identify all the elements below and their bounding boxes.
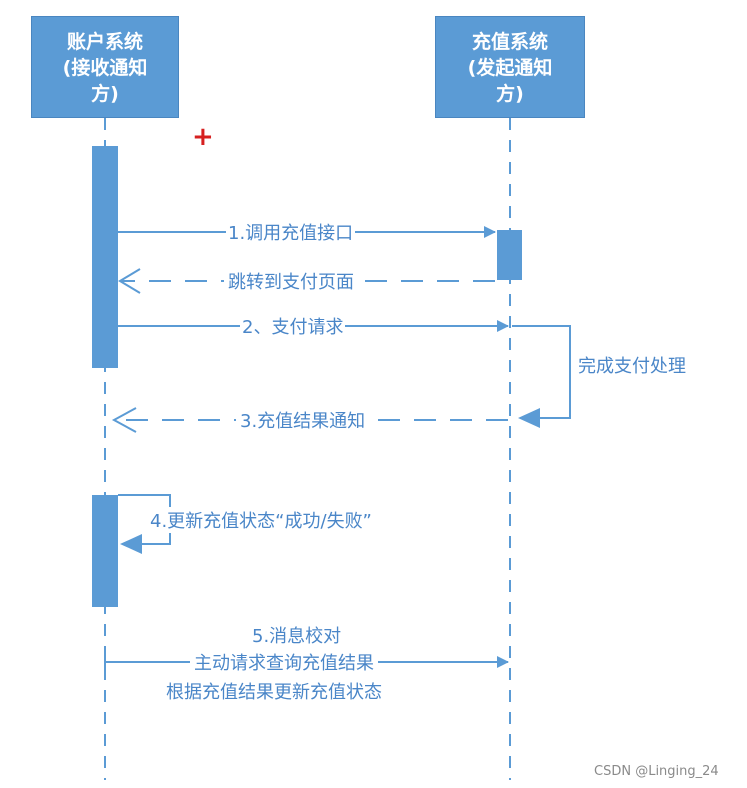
receiver-activation-2	[92, 495, 118, 607]
receiver-line3: 方)	[91, 83, 119, 105]
initiator-actor: 充值系统 (发起通知 方)	[435, 16, 585, 118]
arrow-3-head	[111, 407, 137, 433]
self-loop	[512, 325, 571, 419]
self-loop-head	[518, 408, 540, 428]
msg-self-label: 完成支付处理	[578, 352, 686, 378]
receiver-line2: (接收通知	[62, 57, 148, 79]
receiver-line1: 账户系统	[66, 31, 143, 53]
msg-2-label: 2、支付请求	[240, 313, 346, 339]
msg-3-label: 3.充值结果通知	[236, 407, 370, 433]
initiator-activation	[497, 230, 522, 280]
msg-4-label: 4.更新充值状态“成功/失败”	[150, 507, 372, 533]
receiver-activation-1	[92, 146, 118, 368]
msg-1-label: 1.调用充值接口	[226, 219, 356, 245]
watermark: CSDN @Linging_24	[594, 764, 719, 779]
msg-jump-label: 跳转到支付页面	[224, 268, 358, 294]
msg-5-line3: 根据充值结果更新充值状态	[166, 682, 382, 703]
initiator-line2: (发起通知	[467, 57, 553, 79]
msg-5-line2: 主动请求查询充值结果	[190, 649, 378, 675]
arrow-jump-head	[118, 268, 141, 294]
msg-5-line1: 5.消息校对	[252, 626, 342, 647]
initiator-line3: 方)	[496, 83, 524, 105]
receiver-actor: 账户系统 (接收通知 方)	[31, 16, 179, 118]
self-loop-4-head	[120, 534, 142, 554]
crosshair-cursor: +	[192, 122, 214, 152]
initiator-line1: 充值系统	[471, 31, 548, 53]
